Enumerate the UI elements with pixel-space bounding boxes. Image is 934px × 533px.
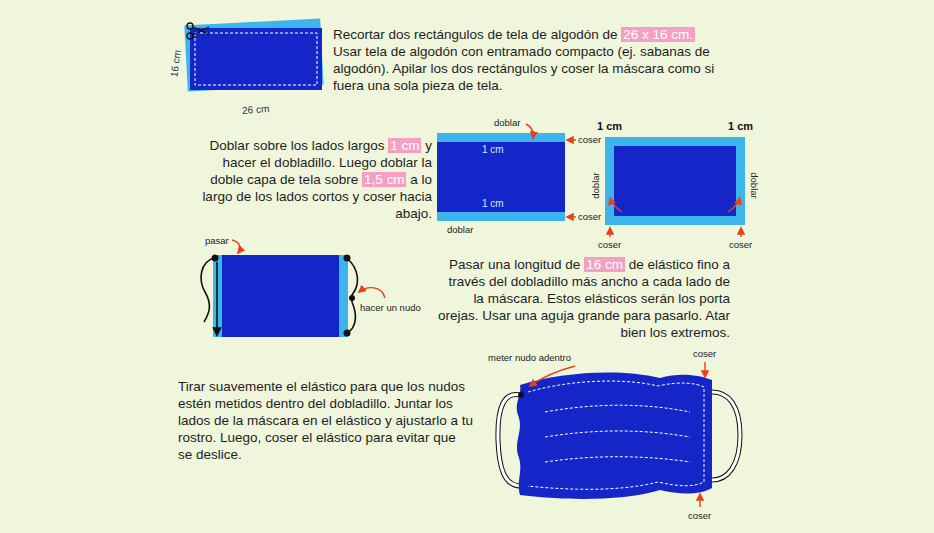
highlight-measure: 1 cm bbox=[388, 138, 421, 153]
fabric-cut bbox=[184, 18, 323, 91]
highlight-measure: 1,5 cm bbox=[362, 172, 407, 187]
callout-label: coser bbox=[578, 134, 601, 145]
instruction-paragraph: Pasar una longitud de 16 cm de elástico … bbox=[438, 256, 730, 341]
instruction-text: Pasar una longitud de bbox=[449, 257, 580, 272]
callout-label: coser bbox=[729, 239, 752, 250]
instruction-text: Usar tela de algodón con entramado compa… bbox=[333, 44, 714, 93]
instruction-paragraph: Tirar suavemente el elástico para que lo… bbox=[178, 378, 473, 463]
callout-label: doblar bbox=[589, 172, 600, 198]
callout-label: doblar bbox=[447, 224, 473, 235]
hem-short-sides bbox=[605, 137, 745, 237]
finished-mask bbox=[498, 362, 740, 507]
callout-label: coser bbox=[598, 239, 621, 250]
instruction-paragraph: Recortar dos rectángulos de tela de algo… bbox=[333, 26, 723, 94]
dimension-label: 1 cm bbox=[482, 144, 504, 155]
dimension-label: 16 cm bbox=[169, 49, 184, 78]
callout-label: doblar bbox=[748, 172, 759, 198]
callout-label: doblar bbox=[494, 117, 520, 128]
callout-label: coser bbox=[693, 348, 716, 359]
instruction-paragraph: Doblar sobre los lados largos 1 cm y hac… bbox=[195, 137, 432, 222]
instruction-text: Tirar suavemente el elástico para que lo… bbox=[178, 379, 473, 462]
highlight-measure: 16 cm bbox=[584, 257, 625, 272]
dimension-label: 1 cm bbox=[728, 121, 753, 132]
callout-label: meter nudo adentro bbox=[488, 352, 571, 363]
callout-label: coser bbox=[578, 211, 601, 222]
scissors-icon bbox=[187, 23, 209, 39]
dimension-label: 1 cm bbox=[482, 198, 504, 209]
dimension-label: 26 cm bbox=[242, 103, 270, 116]
instruction-text: Doblar sobre los lados largos bbox=[210, 138, 385, 153]
elastic-threading bbox=[201, 240, 385, 337]
callout-label: hacer un nudo bbox=[360, 302, 421, 313]
hem-long-sides bbox=[437, 124, 576, 221]
instruction-text: Recortar dos rectángulos de tela de algo… bbox=[333, 27, 617, 42]
dimension-label: 1 cm bbox=[597, 121, 622, 132]
callout-label: pasar bbox=[205, 235, 229, 246]
callout-label: coser bbox=[688, 510, 711, 521]
highlight-measure: 26 x 16 cm. bbox=[621, 27, 695, 42]
